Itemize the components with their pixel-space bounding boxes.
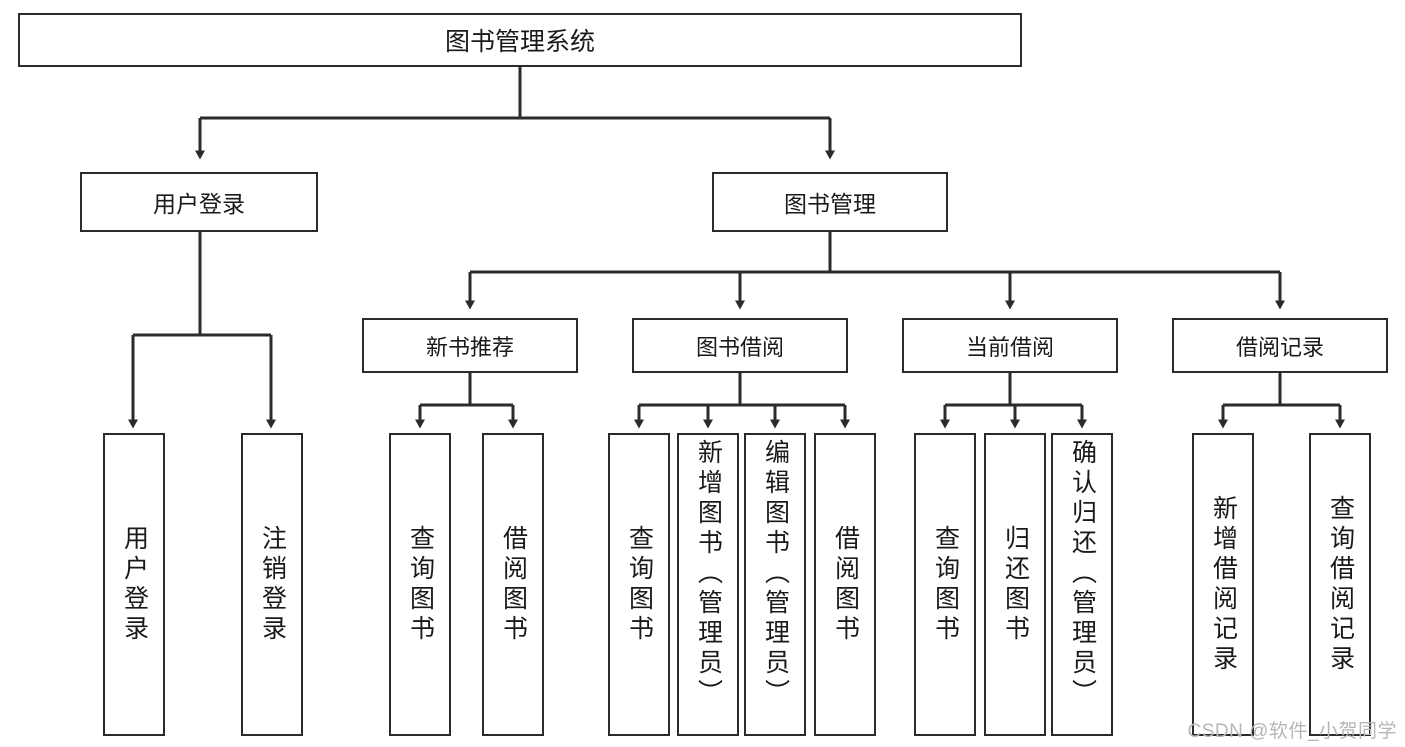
node-label: 确认归还（管理员） — [1068, 439, 1097, 709]
leaf-query-record[interactable]: 查询借阅记录 — [1309, 433, 1371, 736]
leaf-query-book-2[interactable]: 查询图书 — [608, 433, 670, 736]
node-label: 注销登录 — [258, 524, 287, 645]
node-root[interactable]: 图书管理系统 — [18, 13, 1022, 67]
leaf-edit-book[interactable]: 编辑图书（管理员） — [744, 433, 806, 736]
node-label: 借阅图书 — [499, 524, 528, 645]
node-label: 当前借阅 — [965, 334, 1054, 360]
node-label: 查询图书 — [406, 524, 435, 645]
leaf-borrow-book-1[interactable]: 借阅图书 — [482, 433, 544, 736]
leaf-confirm-return[interactable]: 确认归还（管理员） — [1051, 433, 1113, 736]
leaf-query-book-3[interactable]: 查询图书 — [914, 433, 976, 736]
leaf-return-book[interactable]: 归还图书 — [984, 433, 1046, 736]
watermark: CSDN @软件_小贺同学 — [1187, 721, 1397, 742]
node-label: 编辑图书（管理员） — [761, 439, 790, 709]
node-label: 新书推荐 — [425, 334, 514, 360]
node-user-login[interactable]: 用户登录 — [80, 172, 318, 232]
node-label: 新增图书（管理员） — [694, 439, 723, 709]
node-label: 归还图书 — [1001, 524, 1030, 645]
node-book-manage[interactable]: 图书管理 — [712, 172, 948, 232]
node-label: 借阅图书 — [831, 524, 860, 645]
leaf-add-record[interactable]: 新增借阅记录 — [1192, 433, 1254, 736]
node-label: 新增借阅记录 — [1209, 494, 1238, 675]
node-new-book-rec[interactable]: 新书推荐 — [362, 318, 578, 373]
node-label: 用户登录 — [120, 524, 149, 645]
leaf-add-book[interactable]: 新增图书（管理员） — [677, 433, 739, 736]
node-label: 查询图书 — [931, 524, 960, 645]
node-label: 借阅记录 — [1235, 334, 1324, 360]
node-label: 图书借阅 — [695, 334, 784, 360]
leaf-query-book-1[interactable]: 查询图书 — [389, 433, 451, 736]
node-label: 用户登录 — [153, 191, 245, 217]
node-borrow-record[interactable]: 借阅记录 — [1172, 318, 1388, 373]
node-label: 图书管理系统 — [444, 28, 595, 56]
node-book-borrow[interactable]: 图书借阅 — [632, 318, 848, 373]
node-label: 图书管理 — [784, 191, 876, 217]
node-current-borrow[interactable]: 当前借阅 — [902, 318, 1118, 373]
node-label: 查询图书 — [625, 524, 654, 645]
leaf-borrow-book-2[interactable]: 借阅图书 — [814, 433, 876, 736]
node-label: 查询借阅记录 — [1326, 494, 1355, 675]
leaf-user-login[interactable]: 用户登录 — [103, 433, 165, 736]
leaf-user-logout[interactable]: 注销登录 — [241, 433, 303, 736]
